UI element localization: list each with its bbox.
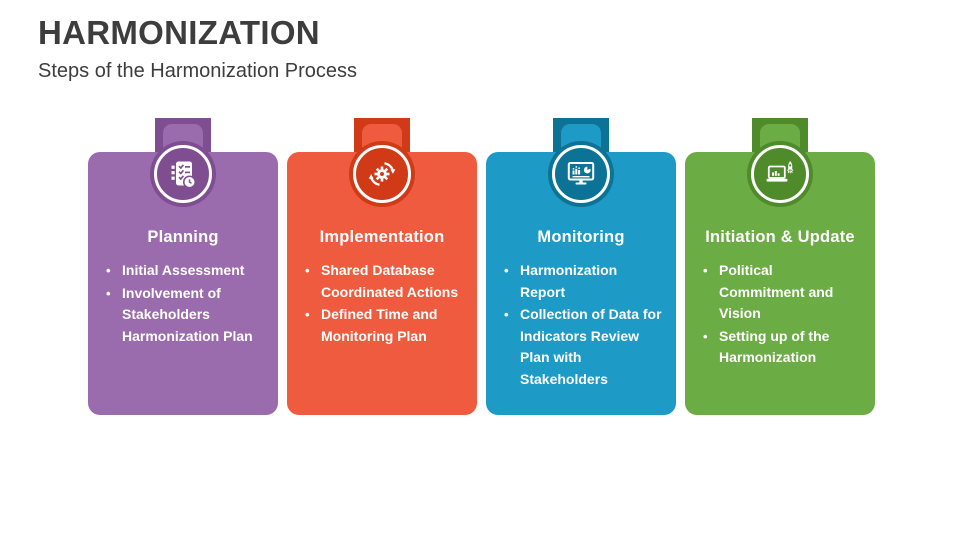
icon-circle xyxy=(552,145,610,203)
card-body: Monitoring Harmonization Report Collecti… xyxy=(486,145,676,415)
card-body: Initiation & Update Political Commitment… xyxy=(685,145,875,415)
card-body: Implementation Shared Database Coordinat… xyxy=(287,145,477,415)
bullet-item: Collection of Data for Indicators Review… xyxy=(501,304,663,390)
sync-gear-icon xyxy=(368,162,396,186)
bullet-list: Initial Assessment Involvement of Stakeh… xyxy=(88,260,278,348)
bullet-item: Defined Time and Monitoring Plan xyxy=(302,304,464,347)
bullet-list: Shared Database Coordinated Actions Defi… xyxy=(287,260,477,348)
card-title: Implementation xyxy=(319,228,445,246)
card-monitoring: Monitoring Harmonization Report Collecti… xyxy=(486,118,676,415)
card-body: Planning Initial Assessment Involvement … xyxy=(88,145,278,415)
card-implementation: Implementation Shared Database Coordinat… xyxy=(287,118,477,415)
card-planning: Planning Initial Assessment Involvement … xyxy=(88,118,278,415)
monitor-analytics-icon xyxy=(567,162,595,185)
card-title: Monitoring xyxy=(537,228,625,246)
card-title: Planning xyxy=(147,228,219,246)
bullet-item: Harmonization Report xyxy=(501,260,663,303)
icon-circle xyxy=(751,145,809,203)
page-subtitle: Steps of the Harmonization Process xyxy=(38,60,358,82)
checklist-clock-icon xyxy=(171,161,196,189)
bullet-list: Harmonization Report Collection of Data … xyxy=(486,260,676,391)
bullet-item: Involvement of Stakeholders Harmonizatio… xyxy=(103,283,265,348)
bullet-item: Setting up of the Harmonization xyxy=(700,326,862,369)
bullet-item: Initial Assessment xyxy=(103,260,265,282)
page-title: HARMONIZATION xyxy=(38,14,320,51)
cards-row: Planning Initial Assessment Involvement … xyxy=(88,118,875,415)
bullet-item: Political Commitment and Vision xyxy=(700,260,862,325)
card-initiation-update: Initiation & Update Political Commitment… xyxy=(685,118,875,415)
icon-circle xyxy=(154,145,212,203)
bullet-item: Shared Database Coordinated Actions xyxy=(302,260,464,303)
icon-circle xyxy=(353,145,411,203)
card-title: Initiation & Update xyxy=(705,228,855,246)
card-tab xyxy=(752,118,808,156)
card-tab xyxy=(155,118,211,156)
bullet-list: Political Commitment and Vision Setting … xyxy=(685,260,875,370)
laptop-rocket-icon xyxy=(766,161,794,182)
